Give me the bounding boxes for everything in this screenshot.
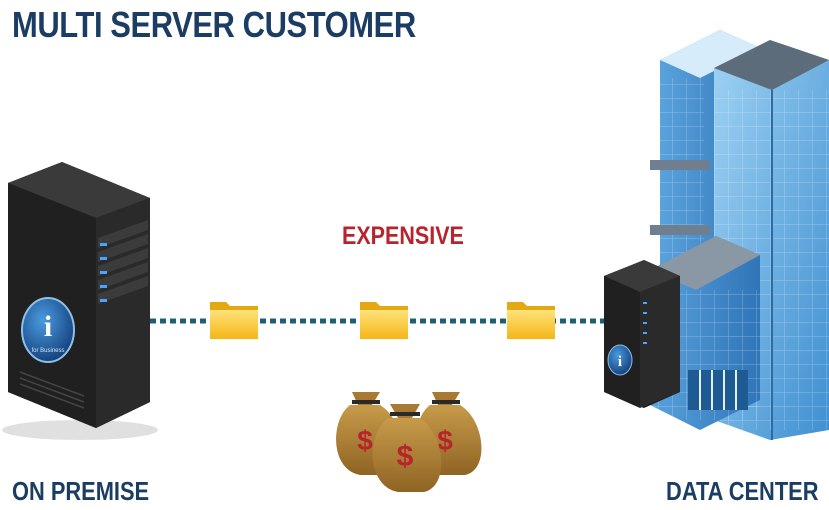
server-vents [19,371,85,409]
ibmi-badge-icon: i for Business [21,297,75,363]
dollar-sign: $ [357,425,373,456]
svg-text:i: i [618,354,622,370]
page-title: MULTI SERVER CUSTOMER [12,4,416,45]
ibmi-badge-icon: i [607,344,633,376]
dollar-sign: $ [437,425,453,456]
money-bag-icon: $ [372,404,442,492]
dollar-sign: $ [397,440,414,473]
folder-icon [360,302,408,339]
svg-text:i: i [44,310,52,343]
data-center-server: i [604,260,680,408]
data-center-label: DATA CENTER [666,476,819,506]
connection-label: EXPENSIVE [342,222,464,250]
folder-icon [507,302,555,339]
folder-icon [210,302,258,339]
badge-caption: for Business [31,348,64,354]
money-bags-icon: $ $ $ [336,392,482,492]
on-premise-server: i for Business [2,162,158,440]
on-premise-label: ON PREMISE [12,476,150,506]
drive-bays [98,220,148,304]
